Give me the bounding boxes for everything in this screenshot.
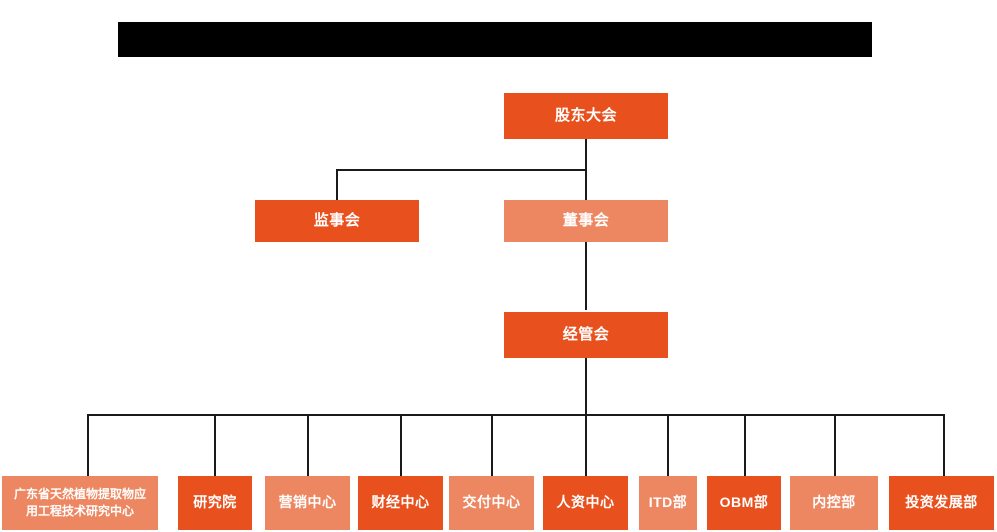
connector-drop-investment-development — [943, 414, 945, 476]
node-label-line-1: 广东省天然植物提取物应 — [13, 486, 146, 501]
node-investment-development-department[interactable]: 投资发展部 — [889, 476, 994, 530]
connector-drop-research-center — [87, 414, 89, 476]
node-supervisory-board[interactable]: 监事会 — [255, 200, 419, 242]
connector-drop-research-institute — [214, 414, 216, 476]
connector-drop-obm-department — [744, 414, 746, 476]
connector-board-drop — [585, 169, 587, 200]
connector-board-to-management — [585, 242, 587, 310]
node-label-line-2: 用工程技术研究中心 — [25, 504, 134, 518]
node-management-committee[interactable]: 经管会 — [504, 312, 668, 358]
connector-drop-hr-center — [585, 414, 587, 476]
node-hr-center[interactable]: 人资中心 — [543, 476, 628, 530]
connector-level4-bus — [87, 414, 944, 416]
redacted-title-bar — [118, 22, 872, 57]
connector-drop-itd-department — [667, 414, 669, 476]
node-delivery-center[interactable]: 交付中心 — [449, 476, 534, 530]
connector-drop-internal-control — [834, 414, 836, 476]
connector-supervisory-drop — [336, 169, 338, 200]
connector-management-stem — [585, 358, 587, 416]
node-shareholders-meeting[interactable]: 股东大会 — [504, 93, 668, 139]
node-finance-center[interactable]: 财经中心 — [358, 476, 443, 530]
connector-drop-delivery-center — [491, 414, 493, 476]
node-board-of-directors[interactable]: 董事会 — [504, 200, 668, 242]
node-natural-plant-extract-research-center[interactable]: 广东省天然植物提取物应 用工程技术研究中心 — [2, 476, 158, 530]
connector-level2-bus — [336, 169, 587, 171]
node-obm-department[interactable]: OBM部 — [707, 476, 781, 530]
connector-drop-marketing-center — [307, 414, 309, 476]
connector-drop-finance-center — [400, 414, 402, 476]
node-marketing-center[interactable]: 营销中心 — [265, 476, 350, 530]
node-research-institute[interactable]: 研究院 — [178, 476, 252, 530]
node-internal-control-department[interactable]: 内控部 — [790, 476, 878, 530]
connector-shareholders-stem — [585, 139, 587, 171]
node-itd-department[interactable]: ITD部 — [639, 476, 697, 530]
node-label-line-wrapper: 广东省天然植物提取物应 用工程技术研究中心 — [14, 486, 146, 521]
